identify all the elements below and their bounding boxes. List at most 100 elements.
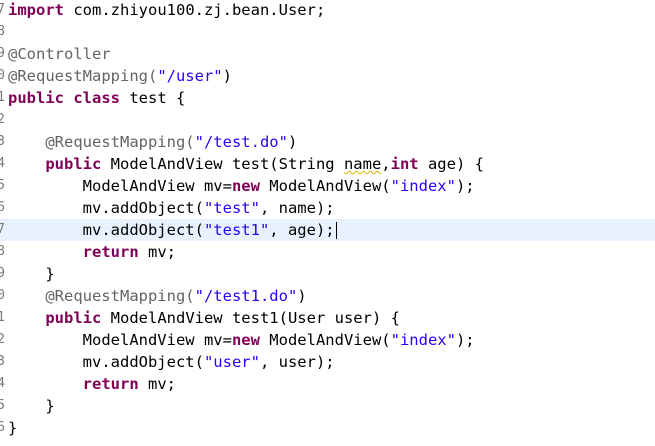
code-line[interactable]: 9 } xyxy=(0,263,655,285)
code-line[interactable]: 3 mv.addObject("user", user); xyxy=(0,351,655,373)
line-number: 5 xyxy=(0,398,5,413)
code-text: } xyxy=(8,417,17,439)
keyword-token: class xyxy=(73,89,121,107)
code-token: mv.addObject( xyxy=(8,353,204,371)
code-line[interactable]: 3 @RequestMapping("/test.do") xyxy=(0,131,655,153)
string-token: "test1" xyxy=(203,221,270,239)
line-number: 6 xyxy=(0,420,5,435)
code-text: return mv; xyxy=(8,241,176,263)
code-line[interactable]: 0@RequestMapping("/user") xyxy=(0,65,655,87)
code-token: , user); xyxy=(259,353,335,371)
line-number: 9 xyxy=(0,266,5,281)
code-token: } xyxy=(8,265,55,283)
code-text: mv.addObject("test1", age); xyxy=(8,219,337,241)
line-number: 3 xyxy=(0,354,5,369)
keyword-token: public xyxy=(8,89,64,107)
code-line[interactable]: 4 return mv; xyxy=(0,373,655,395)
code-line[interactable]: 5 } xyxy=(0,395,655,417)
annotation-token: @RequestMapping( xyxy=(8,287,195,305)
string-token: "test" xyxy=(203,199,260,217)
code-text: @RequestMapping("/test1.do") xyxy=(8,285,307,307)
line-number: 5 xyxy=(0,178,5,193)
code-text: } xyxy=(8,263,55,285)
string-token: "/test.do" xyxy=(194,133,288,151)
code-token: , name); xyxy=(259,199,335,217)
code-token: ModelAndView mv= xyxy=(8,331,232,349)
code-text: public ModelAndView test(String name,int… xyxy=(8,153,484,175)
line-number: 8 xyxy=(0,24,5,39)
code-line[interactable]: 2 xyxy=(0,109,655,131)
line-number: 8 xyxy=(0,244,5,259)
code-token: age) { xyxy=(418,155,484,173)
code-text: ModelAndView mv=new ModelAndView("index"… xyxy=(8,329,475,351)
code-text: mv.addObject("test", name); xyxy=(8,197,335,219)
line-number: 4 xyxy=(0,156,5,171)
code-line[interactable]: 8 xyxy=(0,21,655,43)
line-number: 2 xyxy=(0,332,5,347)
code-token: com.zhiyou100.zj.bean.User; xyxy=(64,1,326,19)
line-number: 6 xyxy=(0,200,5,215)
code-token xyxy=(64,89,73,107)
code-token xyxy=(8,243,83,261)
code-token: mv.addObject( xyxy=(8,199,204,217)
code-text: public class test { xyxy=(8,87,185,109)
code-text: mv.addObject("user", user); xyxy=(8,351,335,373)
code-line[interactable]: 8 return mv; xyxy=(0,241,655,263)
line-number: 7 xyxy=(0,222,5,237)
text-caret xyxy=(335,222,337,239)
code-token: } xyxy=(8,419,18,437)
code-line[interactable]: 1 public ModelAndView test1(User user) { xyxy=(0,307,655,329)
line-number: 4 xyxy=(0,376,5,391)
code-token: ModelAndView( xyxy=(259,331,391,349)
code-token: ModelAndView mv= xyxy=(8,177,232,195)
code-line[interactable]: 4 public ModelAndView test(String name,i… xyxy=(0,153,655,175)
code-token: test { xyxy=(120,89,186,107)
code-text: @RequestMapping("/test.do") xyxy=(8,131,297,153)
code-text: return mv; xyxy=(8,373,176,395)
keyword-token: return xyxy=(82,375,139,393)
keyword-token: import xyxy=(8,1,64,19)
code-token: mv; xyxy=(138,243,176,261)
code-token: ); xyxy=(455,177,475,195)
keyword-token: public xyxy=(45,155,102,173)
line-number: 1 xyxy=(0,310,5,325)
string-token: "index" xyxy=(390,177,456,195)
code-line[interactable]: 0 @RequestMapping("/test1.do") xyxy=(0,285,655,307)
line-number: 1 xyxy=(0,90,5,105)
code-token xyxy=(8,155,45,173)
code-token: } xyxy=(8,397,55,415)
line-number: 0 xyxy=(0,68,5,83)
code-token xyxy=(8,375,83,393)
code-token: ) xyxy=(297,287,307,305)
string-token: "/user" xyxy=(157,67,223,85)
keyword-token: new xyxy=(231,331,260,349)
line-number: 2 xyxy=(0,112,5,127)
string-token: "/test1.do" xyxy=(194,287,298,305)
line-number: 9 xyxy=(0,46,5,61)
code-token: mv.addObject( xyxy=(8,221,204,239)
code-token: ModelAndView test(String xyxy=(101,155,344,173)
code-token: , xyxy=(381,155,391,173)
code-line[interactable]: 6 mv.addObject("test", name); xyxy=(0,197,655,219)
code-token: mv; xyxy=(138,375,176,393)
code-text: @Controller xyxy=(8,43,111,65)
current-code-line[interactable]: 7 mv.addObject("test1", age); xyxy=(0,219,655,241)
keyword-token: return xyxy=(82,243,139,261)
string-token: "index" xyxy=(390,331,456,349)
annotation-token: @RequestMapping( xyxy=(8,133,195,151)
code-token: , age); xyxy=(269,221,335,239)
keyword-token: public xyxy=(45,309,102,327)
code-line[interactable]: 9@Controller xyxy=(0,43,655,65)
code-text: import com.zhiyou100.zj.bean.User; xyxy=(8,0,325,21)
code-line[interactable]: 2 ModelAndView mv=new ModelAndView("inde… xyxy=(0,329,655,351)
annotation-token: @Controller xyxy=(8,45,111,63)
code-line[interactable]: 5 ModelAndView mv=new ModelAndView("inde… xyxy=(0,175,655,197)
line-number: 0 xyxy=(0,288,5,303)
keyword-token: int xyxy=(390,155,419,173)
code-line[interactable]: 6} xyxy=(0,417,655,439)
code-token xyxy=(8,309,45,327)
code-text: } xyxy=(8,395,55,417)
